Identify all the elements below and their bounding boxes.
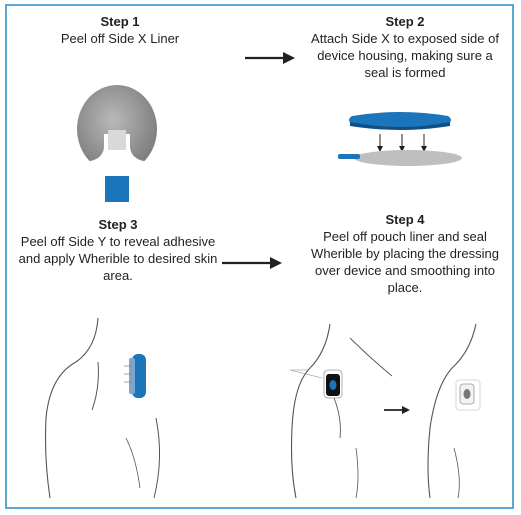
step-2-title: Step 2 — [385, 14, 425, 29]
device-attach-icon — [338, 112, 462, 166]
step-4-text: Peel off pouch liner and seal Wherible b… — [311, 229, 499, 295]
shoulder-dressing-icon — [289, 323, 481, 499]
step-1-title: Step 1 — [100, 14, 140, 29]
step-3-text: Peel off Side Y to reveal adhesive and a… — [18, 234, 218, 283]
step-1-text: Peel off Side X Liner — [60, 31, 180, 46]
liner-peel-icon — [77, 85, 157, 202]
diagram-frame — [5, 4, 514, 509]
shoulder-device-icon — [44, 317, 161, 499]
step-2-text: Attach Side X to exposed side of device … — [311, 31, 499, 80]
step-1: Step 1 Peel off Side X Liner — [40, 13, 200, 47]
step-2: Step 2 Attach Side X to exposed side of … — [305, 13, 505, 81]
arrow-right-icon — [245, 52, 295, 64]
step-3-title: Step 3 — [98, 217, 138, 232]
step-4-title: Step 4 — [385, 212, 425, 227]
step-3: Step 3 Peel off Side Y to reveal adhesiv… — [18, 216, 218, 284]
step-4: Step 4 Peel off pouch liner and seal Whe… — [300, 211, 510, 296]
arrow-right-icon — [222, 257, 282, 269]
